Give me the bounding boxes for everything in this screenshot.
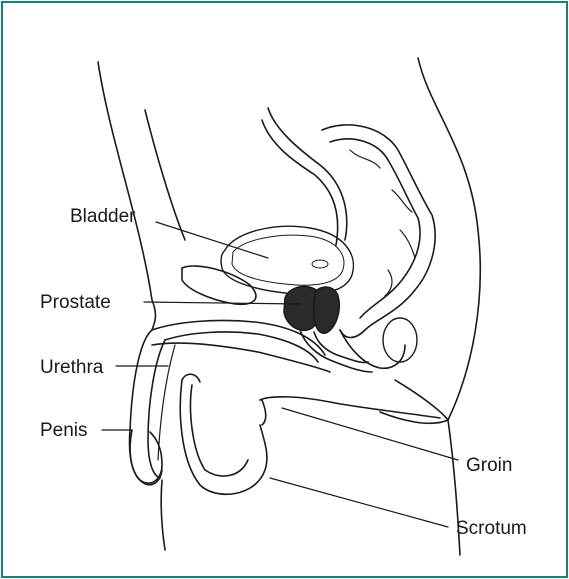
thigh-front — [161, 480, 165, 550]
inner-abdominal-line — [145, 110, 185, 240]
urethra-channel — [158, 345, 175, 460]
testis — [191, 385, 248, 476]
penis-upper-inner — [165, 332, 318, 362]
buttock-fold — [395, 380, 448, 420]
label-scrotum: Scrotum — [456, 519, 527, 538]
scrotum-upper — [182, 374, 200, 382]
label-bladder: Bladder — [70, 207, 136, 226]
leader-groin — [282, 408, 458, 460]
label-penis: Penis — [40, 421, 88, 440]
glans — [130, 430, 162, 483]
label-prostate: Prostate — [40, 293, 111, 312]
label-urethra: Urethra — [40, 358, 103, 377]
seminal-vesicle — [314, 287, 339, 333]
colon-folds — [350, 150, 415, 296]
colon-lower — [340, 330, 405, 368]
penis-lower — [152, 343, 330, 372]
groin-lower — [262, 400, 266, 425]
ureter-left — [268, 108, 347, 240]
groin-shape — [260, 397, 440, 418]
abdominal-wall — [98, 62, 155, 330]
back-outline — [418, 58, 480, 420]
leader-scrotum — [270, 478, 448, 527]
bladder-inner — [232, 235, 344, 285]
label-groin: Groin — [466, 456, 512, 475]
leader-prostate — [144, 302, 300, 304]
penis-front — [130, 330, 163, 485]
leader-bladder — [156, 222, 268, 258]
